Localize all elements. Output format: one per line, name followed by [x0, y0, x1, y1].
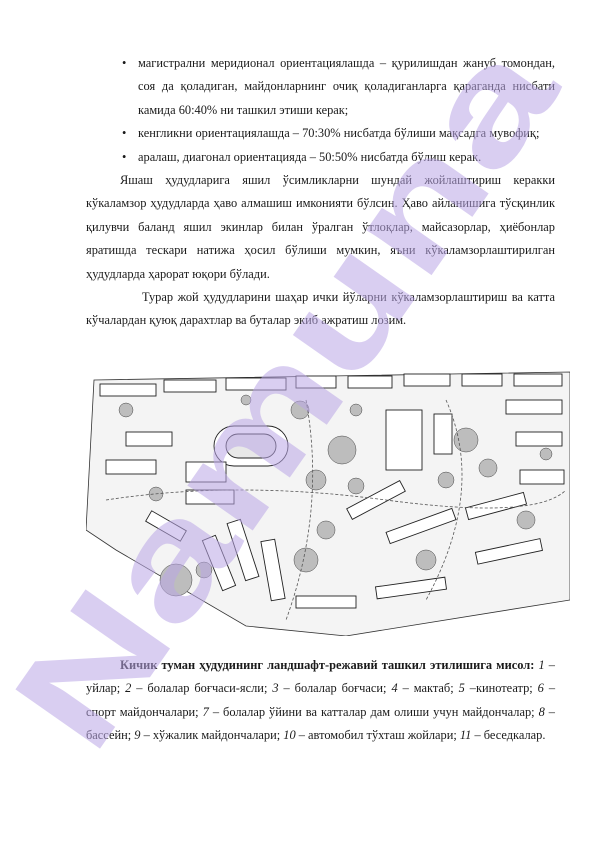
caption-text-7: – болалар ўйини ва катталар дам олиши уч… [208, 704, 539, 719]
bullet-text-3: аралаш, диагонал ориентацияда – 50:50% н… [138, 149, 482, 164]
caption-text-6: –спорт майдончалари; [86, 681, 556, 719]
caption-num-2: 2 [125, 681, 132, 696]
caption-num-10: 10 [283, 728, 296, 743]
caption-text-5: –кинотеатр; [464, 681, 538, 696]
bullet-text-1: магистрални меридионал ориентациялашда –… [138, 56, 555, 117]
bullet-item-3: • аралаш, диагонал ориентацияда – 50:50%… [86, 146, 555, 169]
caption-text-1: – уйлар; [86, 658, 555, 696]
caption-text-10: – автомобил тўхташ жойлари; [295, 728, 460, 743]
paragraph-green-placement: Яшаш ҳудудларига яшил ўсимликларни шунда… [86, 173, 555, 281]
caption-num-9: 9 [134, 728, 141, 743]
bullet-item-2: • кенгликни ориентациялашда – 70:30% нис… [86, 122, 555, 145]
caption-title: Кичик туман ҳудудининг ландшафт-режавий … [120, 658, 535, 672]
district-landscape-plan [86, 371, 570, 636]
paths-group [105, 399, 567, 621]
caption-text-4: – мактаб; [397, 681, 459, 696]
bullet-text-2: кенгликни ориентациялашда – 70:30% нисба… [138, 126, 540, 141]
caption-num-6: 6 [537, 681, 544, 696]
caption-num-3: 3 [272, 681, 279, 696]
caption-num-1: 1 [538, 658, 545, 672]
caption-text-11: – беседкалар. [471, 728, 546, 743]
caption-num-7: 7 [202, 704, 209, 719]
trees-group [118, 394, 553, 597]
caption-text-3: – болалар боғчаси; [278, 681, 392, 696]
caption-num-4: 4 [391, 681, 398, 696]
paragraph-street-greening: Турар жой ҳудудларини шаҳар ички йўларни… [86, 290, 555, 328]
caption-text-2: – болалар боғчаси-ясли; [131, 681, 273, 696]
caption-text-8: – бассейн; [86, 704, 556, 743]
caption-text-9: – хўжалик майдончалари; [140, 728, 284, 743]
bullet-list: • магистрални меридионал ориентациялашда… [86, 52, 555, 333]
figure-caption: Кичик туман ҳудудининг ландшафт-режавий … [86, 654, 555, 748]
bullet-dot: • [122, 126, 127, 141]
caption-num-5: 5 [458, 681, 465, 696]
caption-num-11: 11 [459, 728, 472, 743]
bullet-dot: • [122, 56, 127, 70]
caption-num-8: 8 [538, 704, 545, 719]
houses-group [99, 373, 565, 609]
bullet-item-1: • магистрални меридионал ориентациялашда… [86, 52, 555, 122]
bullet-dot: • [122, 149, 127, 164]
sports-ground [185, 425, 289, 483]
